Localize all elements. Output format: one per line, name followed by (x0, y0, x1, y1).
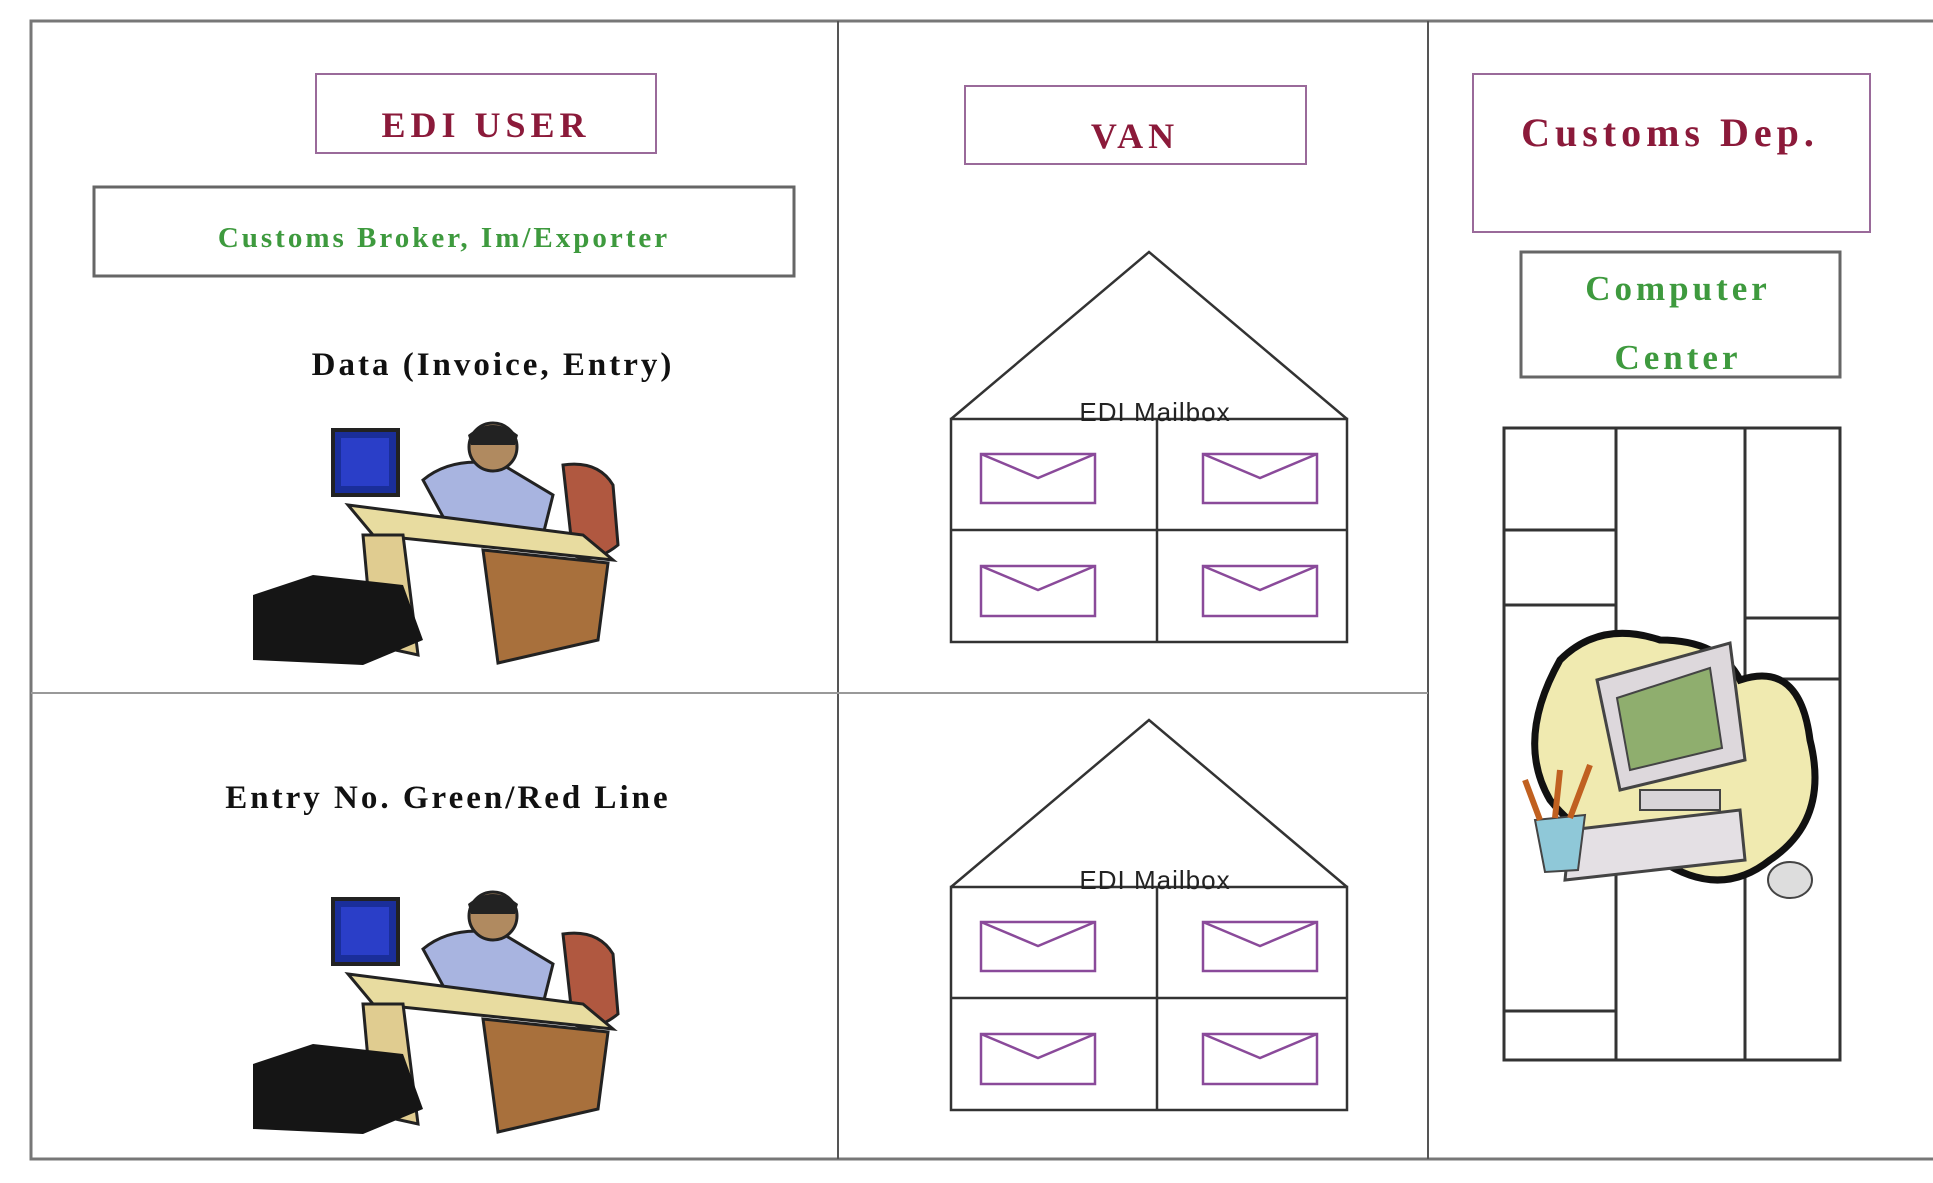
edi-mailbox-label: EDI Mailbox (1079, 865, 1230, 895)
van-column: VAN EDI Mailbox EDI Mailbox (949, 85, 1349, 1112)
computer-center-line1: Computer (1585, 269, 1771, 308)
customs-column: Customs Dep. Computer Center (1472, 73, 1871, 1062)
envelope-icon (979, 452, 1319, 618)
van-box (964, 85, 1307, 165)
data-invoice-entry-label: Data (Invoice, Entry) (312, 347, 675, 383)
computer-center-line2: Center (1614, 338, 1741, 377)
office-worker-clipart (253, 421, 620, 665)
customs-dep-box (1472, 73, 1871, 233)
customs-broker-box (92, 185, 796, 278)
office-worker-clipart (251, 890, 620, 1136)
computer-center-box (1519, 250, 1842, 379)
edi-mailbox-bottom: EDI Mailbox (949, 718, 1349, 1112)
customs-broker-label: Customs Broker, Im/Exporter (218, 222, 670, 254)
edi-user-column: EDI USER Customs Broker, Im/Exporter Dat… (92, 73, 796, 1136)
edi-user-box (315, 73, 657, 154)
edi-mailbox-top: EDI Mailbox (949, 250, 1349, 644)
customs-dep-title: Customs Dep. (1521, 110, 1819, 155)
edi-mailbox-label: EDI Mailbox (1079, 397, 1230, 427)
van-title: VAN (1091, 116, 1179, 156)
entry-no-label: Entry No. Green/Red Line (225, 780, 670, 816)
frame-grid (29, 19, 1933, 1161)
computer-clipart (1522, 629, 1819, 899)
edi-user-title: EDI USER (381, 105, 590, 145)
